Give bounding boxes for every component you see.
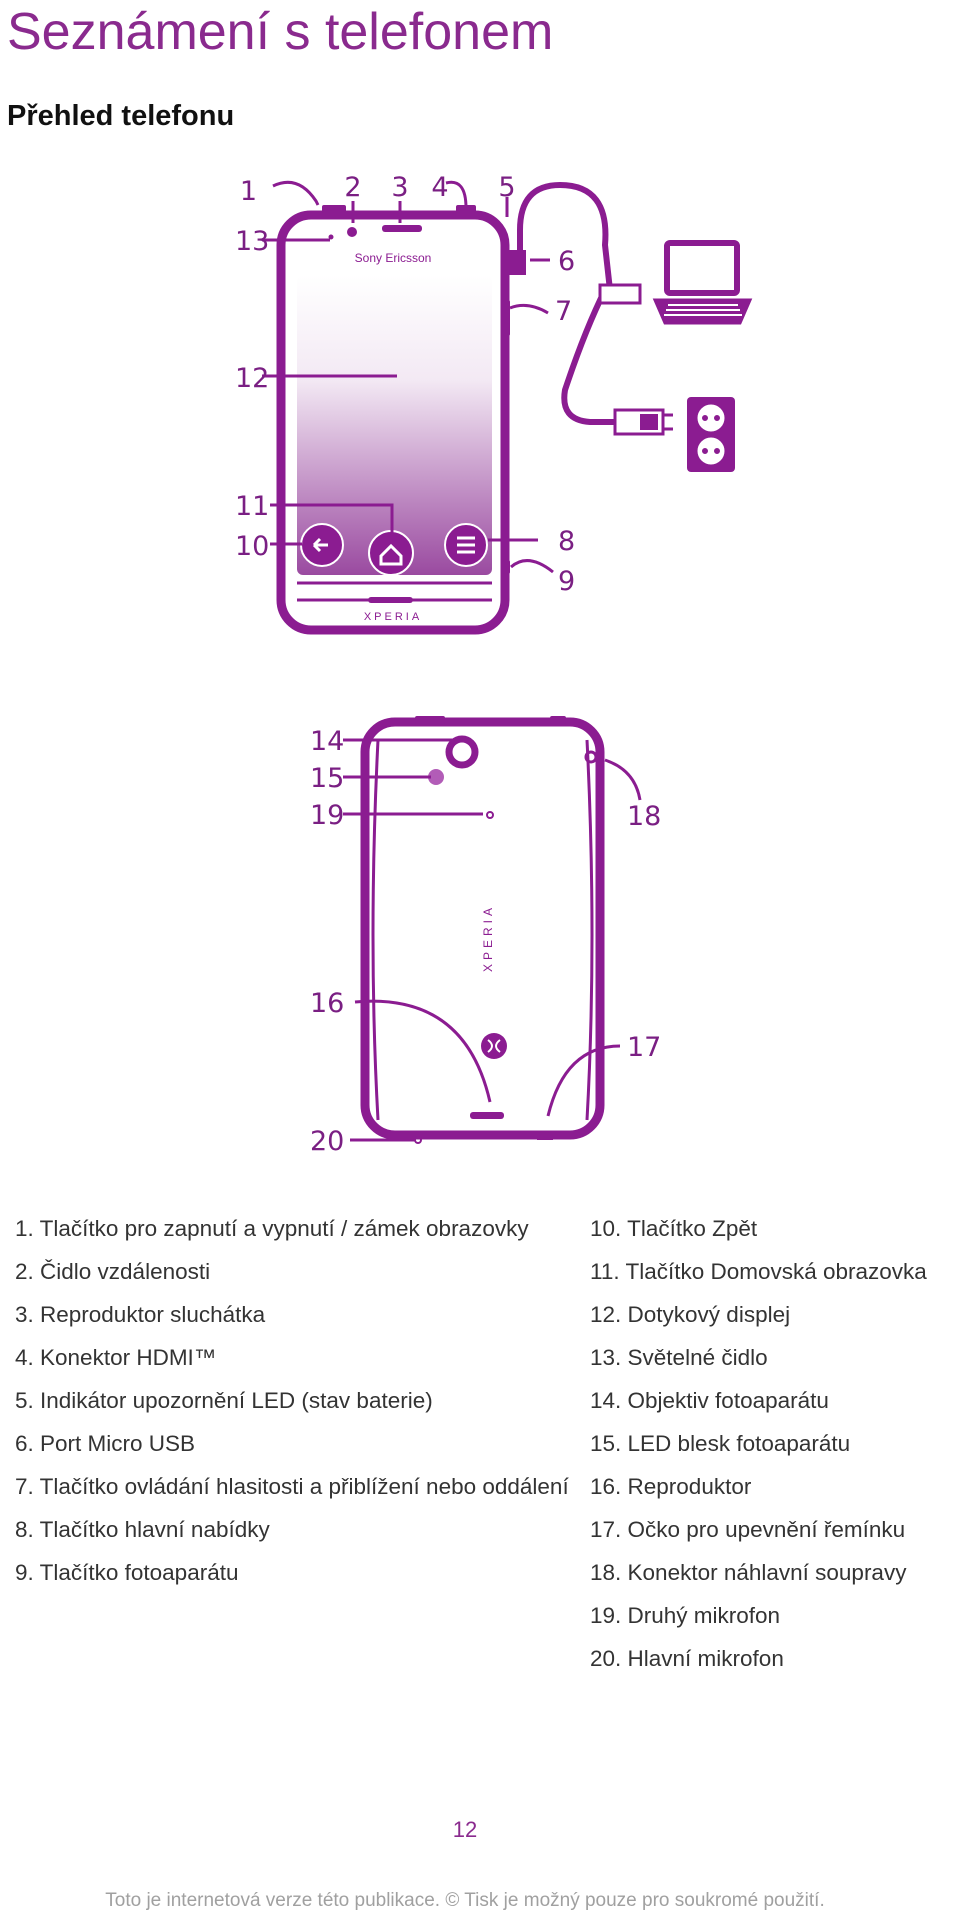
callout-8: 8 (558, 526, 575, 557)
callout-4: 4 (431, 172, 448, 203)
front-phone: Sony Ericsson XPERIA (276, 205, 510, 635)
legend-item: 16. Reproduktor (590, 1474, 752, 1499)
legend-item: 19. Druhý mikrofon (590, 1603, 781, 1628)
headset-jack-icon (584, 750, 598, 764)
laptop-icon (652, 240, 753, 325)
power-button-icon (322, 205, 346, 213)
legend-item: 14. Objektiv fotoaparátu (590, 1388, 829, 1413)
usb-plug-laptop (598, 283, 642, 305)
callout-17: 17 (627, 1032, 661, 1063)
callout-12: 12 (235, 363, 269, 394)
page-number: 12 (452, 1817, 478, 1842)
legend-item: 11. Tlačítko Domovská obrazovka (590, 1259, 927, 1284)
back-phone: XPERIA (360, 716, 605, 1144)
callout-1: 1 (240, 176, 257, 207)
power-outlet-icon (687, 397, 735, 472)
legend-item: 7. Tlačítko ovládání hlasitosti a přiblí… (15, 1474, 569, 1499)
front-phone-body (276, 210, 510, 635)
callout-2: 2 (344, 172, 361, 203)
legend-item: 10. Tlačítko Zpět (590, 1216, 758, 1241)
second-mic-icon (486, 811, 494, 819)
hdmi-port-icon (456, 205, 476, 213)
callout-11: 11 (235, 491, 269, 522)
legend-item: 17. Očko pro upevnění řemínku (590, 1517, 906, 1542)
speaker-icon (470, 1112, 504, 1119)
back-phone-body (360, 717, 605, 1140)
legend-item: 12. Dotykový displej (590, 1302, 791, 1327)
back-model-text: XPERIA (481, 904, 495, 972)
main-mic-icon (414, 1136, 422, 1144)
callout-14: 14 (310, 726, 344, 757)
callout-15: 15 (310, 763, 344, 794)
callout-labels: 1 2 3 4 5 6 7 8 9 10 11 12 13 14 15 19 1… (235, 172, 661, 1157)
sony-ericsson-logo-icon (481, 1033, 507, 1059)
callout-6: 6 (558, 246, 575, 277)
legend-item: 4. Konektor HDMI™ (15, 1345, 217, 1370)
front-model-text: XPERIA (364, 611, 422, 623)
callout-5: 5 (498, 172, 515, 203)
legend-item: 15. LED blesk fotoaparátu (590, 1431, 851, 1456)
legend-item: 8. Tlačítko hlavní nabídky (15, 1517, 270, 1542)
callout-7: 7 (555, 296, 572, 327)
legend-item: 3. Reproduktor sluchátka (15, 1302, 266, 1327)
callout-20: 20 (310, 1126, 344, 1157)
usb-plug-icon (508, 250, 526, 275)
footer-notice: Toto je internetová verze této publikace… (105, 1890, 825, 1911)
strap-loop-icon (537, 1132, 553, 1140)
microphone-slot-icon (368, 597, 413, 603)
callout-10: 10 (235, 531, 269, 562)
legend-item: 6. Port Micro USB (15, 1431, 196, 1456)
flash-icon (428, 769, 444, 785)
phone-overview-diagram: Sony Ericsson XPERIA (235, 172, 753, 1157)
legend-item: 13. Světelné čidlo (590, 1345, 768, 1370)
camera-lens-icon (445, 735, 479, 769)
front-brand-text: Sony Ericsson (355, 251, 432, 265)
cables (508, 181, 673, 436)
page-title: Seznámení s telefonem (7, 3, 554, 61)
legend-item: 1. Tlačítko pro zapnutí a vypnutí / záme… (15, 1216, 529, 1241)
callout-16: 16 (310, 988, 344, 1019)
callout-3: 3 (391, 172, 408, 203)
volume-button-icon (503, 300, 510, 336)
callout-lines (262, 180, 642, 1142)
callout-19: 19 (310, 800, 344, 831)
legend-item: 5. Indikátor upozornění LED (stav bateri… (15, 1388, 433, 1413)
legend-right-column: 10. Tlačítko Zpět 11. Tlačítko Domovská … (590, 1215, 960, 1688)
camera-button-icon (503, 560, 510, 574)
legend-item: 9. Tlačítko fotoaparátu (15, 1560, 239, 1585)
callout-18: 18 (627, 801, 661, 832)
legend-item: 20. Hlavní mikrofon (590, 1646, 784, 1671)
light-sensor-icon (328, 234, 334, 240)
section-title: Přehled telefonu (7, 100, 235, 132)
home-key-icon (368, 530, 414, 576)
callout-9: 9 (558, 566, 575, 597)
proximity-sensor-icon (347, 227, 357, 237)
earpiece-icon (382, 225, 422, 232)
legend-item: 18. Konektor náhlavní soupravy (590, 1560, 907, 1585)
callout-13: 13 (235, 226, 269, 257)
legend-item: 2. Čidlo vzdálenosti (15, 1259, 211, 1284)
front-screen (297, 275, 492, 575)
legend-left-column: 1. Tlačítko pro zapnutí a vypnutí / záme… (15, 1215, 575, 1602)
